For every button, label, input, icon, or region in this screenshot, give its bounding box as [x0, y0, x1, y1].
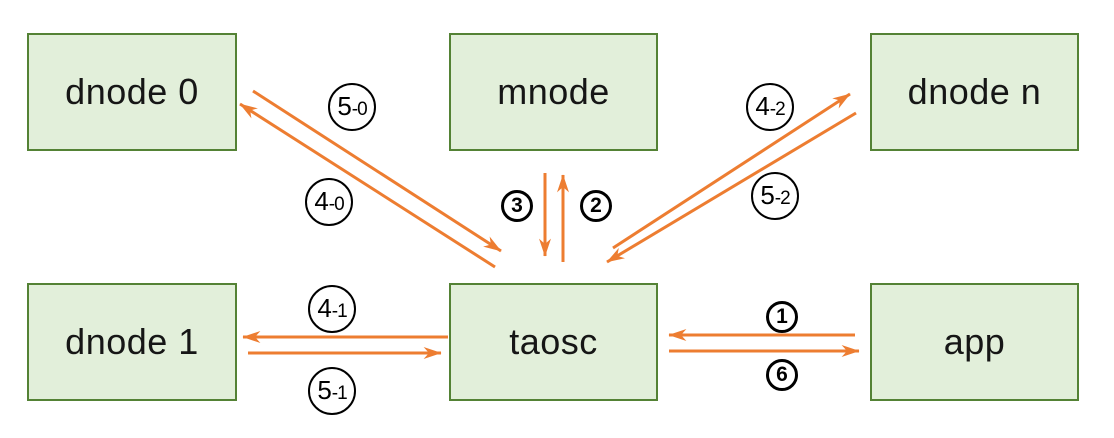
edge-label-3: 3 — [501, 190, 533, 222]
arrow-taosc-to-dnode0 — [239, 102, 496, 269]
node-dnoden: dnode n — [870, 33, 1079, 151]
edge-label-1: 1 — [766, 301, 798, 333]
node-mnode: mnode — [449, 33, 658, 151]
node-dnoden-label: dnode n — [907, 71, 1042, 112]
node-dnode1: dnode 1 — [27, 283, 237, 401]
node-taosc: taosc — [449, 283, 658, 401]
edge-label-5-2: 5-2 — [751, 172, 799, 220]
arrow-taosc-to-dnoden — [612, 92, 851, 250]
edge-label-4-1: 4-1 — [308, 285, 356, 333]
arrow-dnode0-to-taosc — [252, 89, 502, 253]
node-taosc-label: taosc — [509, 321, 598, 362]
node-app-label: app — [943, 321, 1006, 362]
arrow-dnoden-to-taosc — [606, 111, 857, 264]
node-mnode-label: mnode — [497, 71, 610, 112]
edge-label-6: 6 — [766, 359, 798, 391]
node-dnode0-label: dnode 0 — [65, 71, 199, 112]
node-app: app — [870, 283, 1079, 401]
edge-label-4-0: 4-0 — [305, 178, 353, 226]
edge-label-5-0: 5-0 — [328, 83, 376, 131]
node-dnode0: dnode 0 — [27, 33, 237, 151]
edge-label-4-2: 4-2 — [746, 83, 794, 131]
edge-label-5-1: 5-1 — [308, 367, 356, 415]
edge-label-2: 2 — [580, 190, 612, 222]
node-dnode1-label: dnode 1 — [65, 321, 199, 362]
